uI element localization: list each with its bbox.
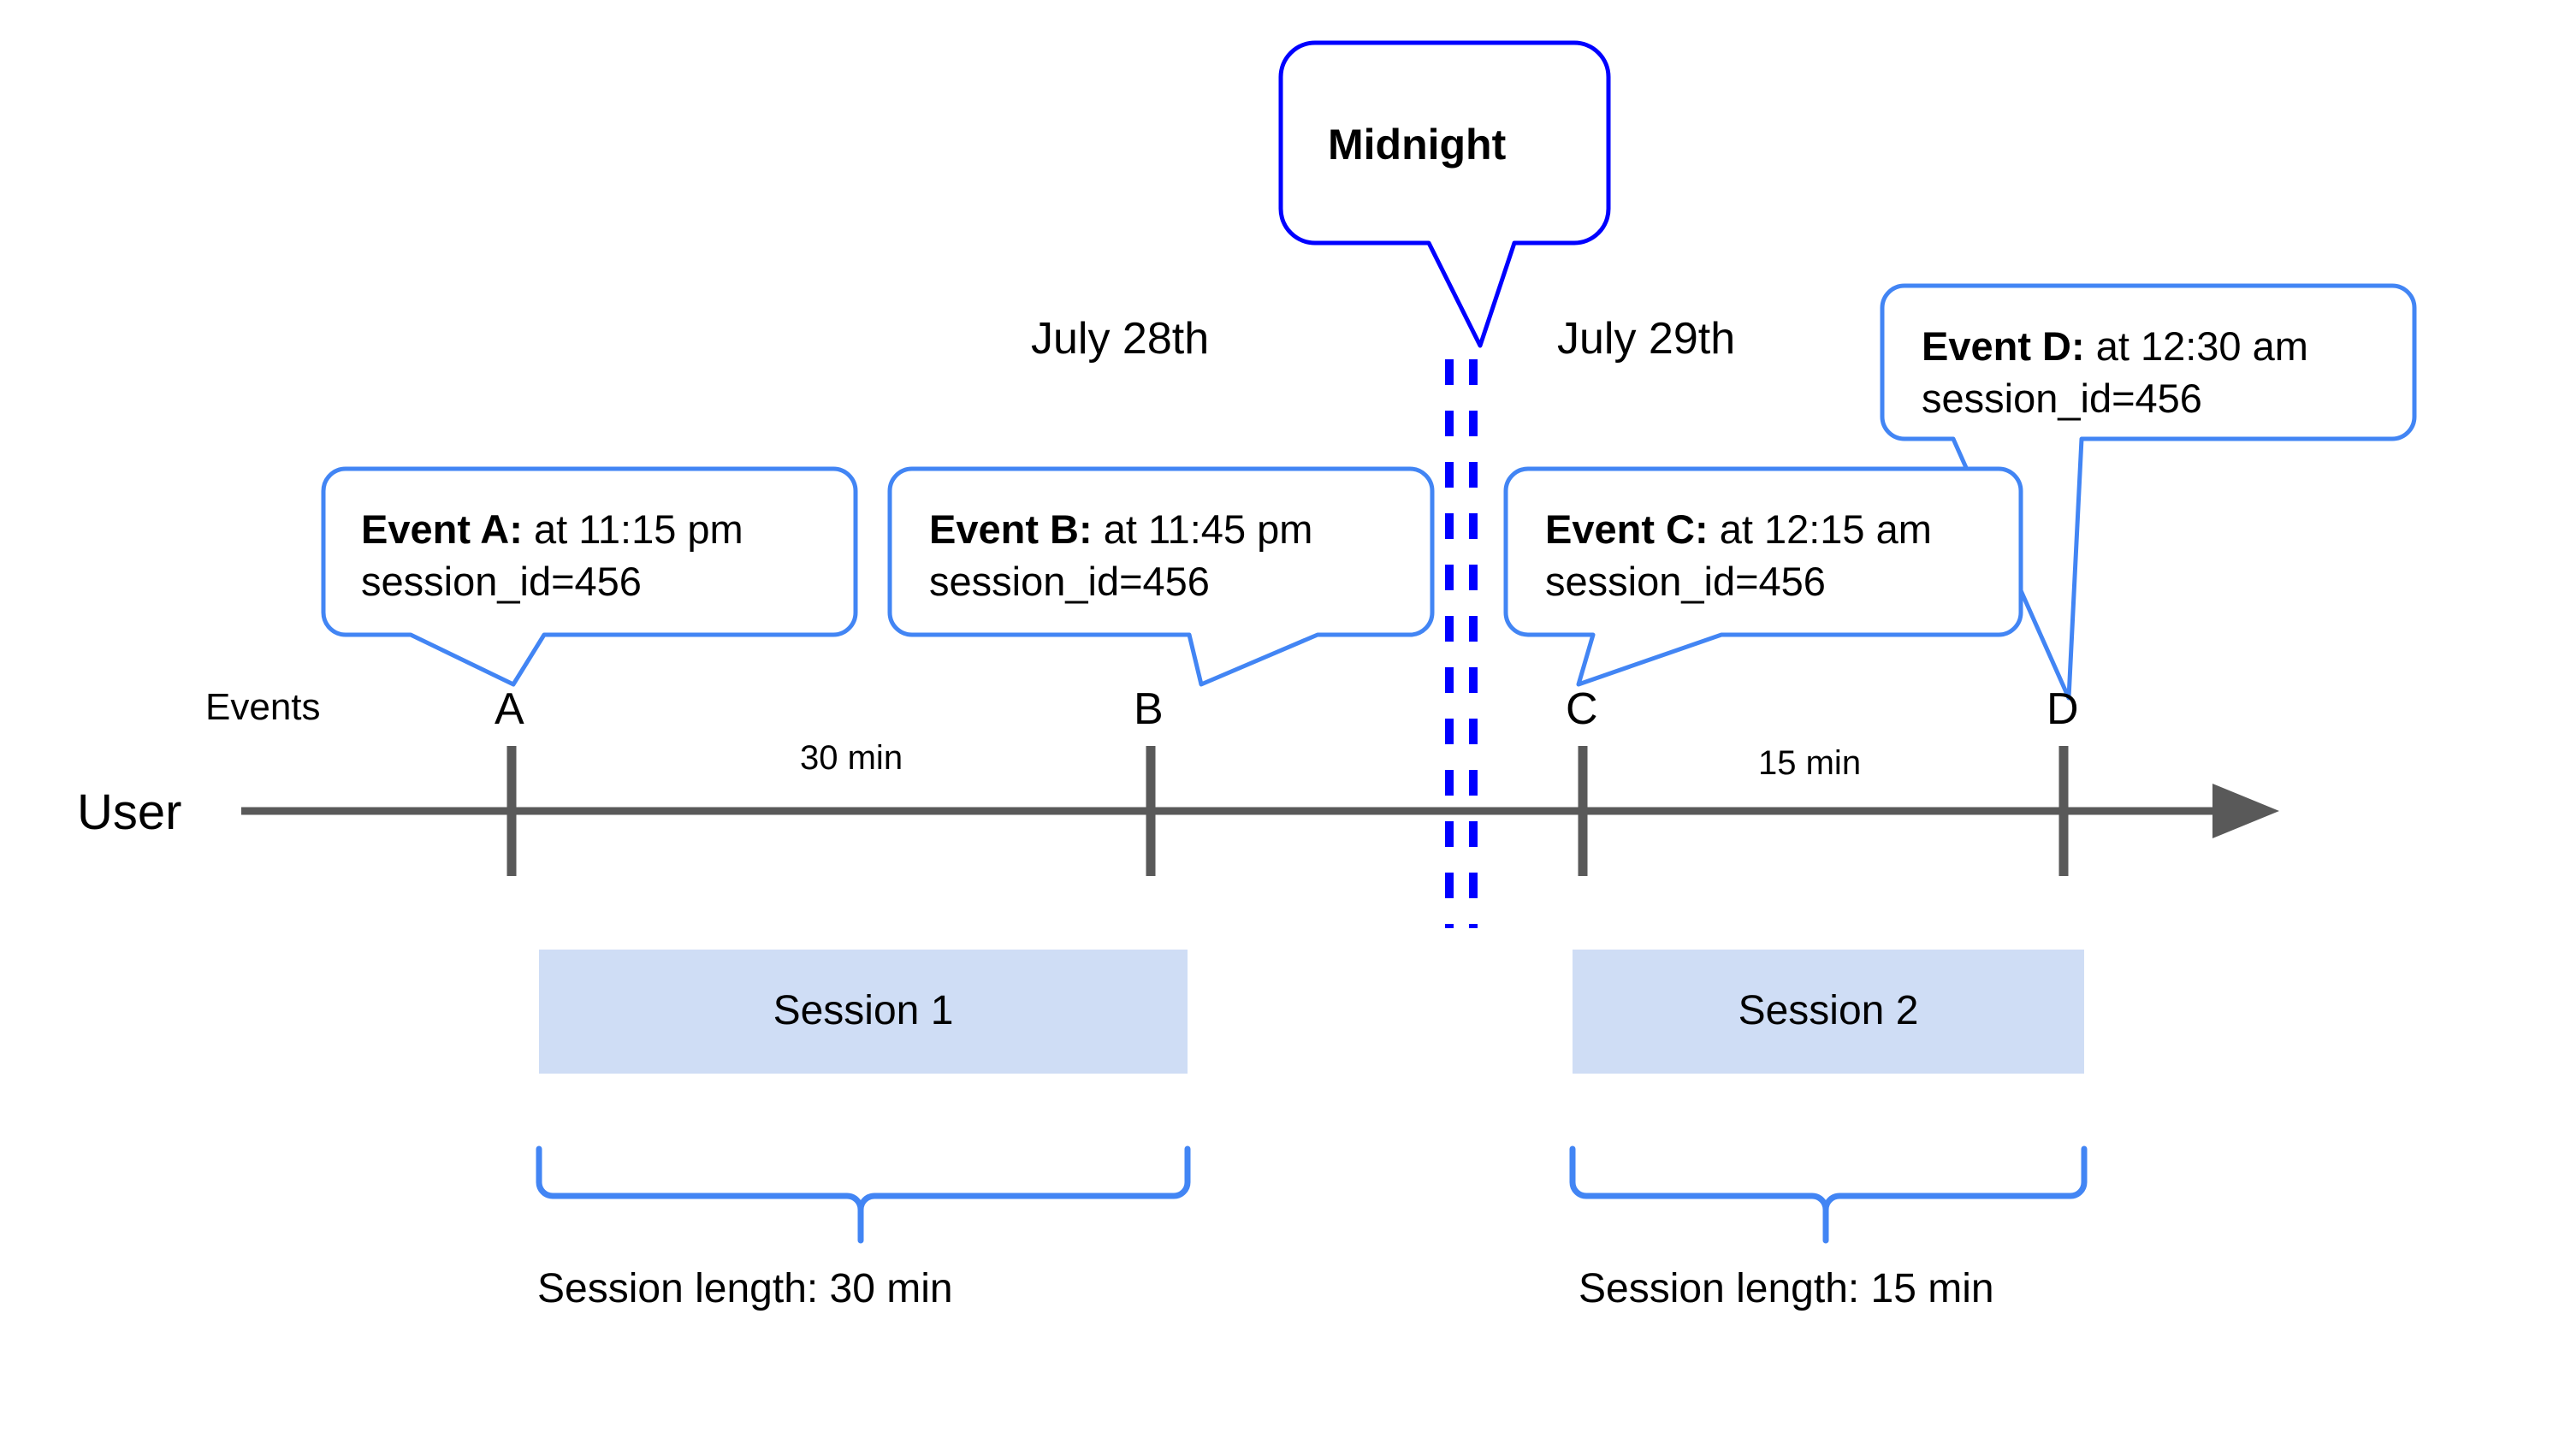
event-c-callout-text: Event C: at 12:15 am session_id=456 xyxy=(1545,503,1932,607)
event-a-callout-shape xyxy=(321,466,858,687)
event-c-time: at 12:15 am xyxy=(1708,506,1932,552)
marker-label-a: A xyxy=(495,684,524,734)
interval-label-30min: 30 min xyxy=(800,739,903,777)
interval-label-15min: 15 min xyxy=(1758,744,1862,782)
event-c-detail: session_id=456 xyxy=(1545,559,1826,605)
session-1-bar: Session 1 xyxy=(539,950,1188,1074)
event-b-detail: session_id=456 xyxy=(929,559,1210,605)
event-c-title: Event C: xyxy=(1545,506,1709,552)
session-1-brace xyxy=(536,1145,1191,1244)
marker-label-b: B xyxy=(1134,684,1164,734)
marker-label-c: C xyxy=(1566,684,1598,734)
event-b-time: at 11:45 pm xyxy=(1092,506,1313,552)
event-d-callout-shape xyxy=(1880,283,2417,701)
events-row-label: Events xyxy=(205,686,321,728)
timeline-markers xyxy=(506,746,2069,876)
date-label-july-29: July 29th xyxy=(1557,314,1736,364)
event-b-callout-text: Event B: at 11:45 pm session_id=456 xyxy=(929,503,1312,607)
event-b-title: Event B: xyxy=(929,506,1093,552)
marker-label-d: D xyxy=(2047,684,2079,734)
session-2-bar-label: Session 2 xyxy=(1738,988,1919,1033)
midnight-callout-shape xyxy=(1278,40,1611,348)
event-a-detail: session_id=456 xyxy=(361,559,642,605)
session-2-bar: Session 2 xyxy=(1573,950,2084,1074)
event-d-callout-text: Event D: at 12:30 am session_id=456 xyxy=(1922,320,2308,424)
event-d-time: at 12:30 am xyxy=(2084,323,2308,369)
event-a-time: at 11:15 pm xyxy=(522,506,743,552)
date-label-july-28: July 28th xyxy=(1031,314,1210,364)
timeline-axis xyxy=(241,784,2279,838)
session-1-length-label: Session length: 30 min xyxy=(537,1266,953,1311)
event-b-callout-shape xyxy=(887,466,1435,687)
session-2-brace xyxy=(1569,1145,2088,1244)
midnight-label: Midnight xyxy=(1328,121,1507,169)
event-d-title: Event D: xyxy=(1922,323,2085,369)
session-1-bar-label: Session 1 xyxy=(773,988,954,1033)
event-d-detail: session_id=456 xyxy=(1922,376,2202,422)
event-a-callout-text: Event A: at 11:15 pm session_id=456 xyxy=(361,503,743,607)
event-c-callout-shape xyxy=(1503,466,2023,687)
midnight-dashed-lines xyxy=(1445,359,1478,928)
session-2-length-label: Session length: 15 min xyxy=(1579,1266,1994,1311)
event-a-title: Event A: xyxy=(361,506,523,552)
user-lane-label: User xyxy=(77,784,182,840)
axis-arrowhead xyxy=(2212,784,2279,838)
